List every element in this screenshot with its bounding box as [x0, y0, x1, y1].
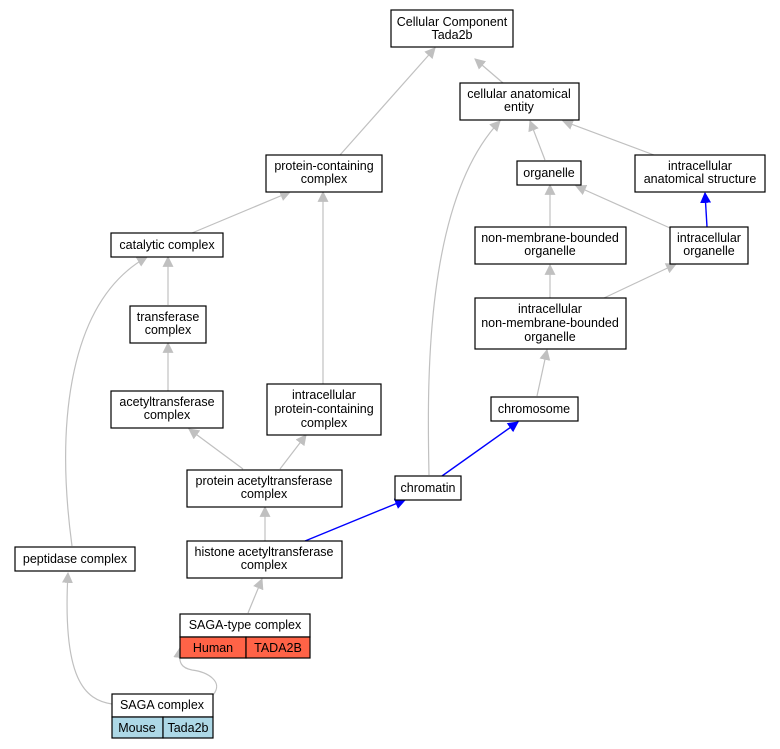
edge-io-to-ias [700, 191, 712, 228]
node-label-line: complex [301, 416, 348, 430]
edge-catalytic-to-pcc [191, 190, 292, 234]
node-label-line: Cellular Component [397, 15, 508, 29]
node-protein-containing-complex[interactable]: protein-containing complex [265, 154, 383, 193]
edge-saga-to-peptidase [61, 571, 113, 705]
node-label-line: intracellular [518, 302, 582, 316]
node-label-line: non-membrane-bounded [481, 316, 619, 330]
node-peptidase-complex[interactable]: peptidase complex [14, 546, 136, 572]
edge-chromatin-to-chromosome [441, 421, 519, 477]
node-intracellular-organelle[interactable]: intracellular organelle [669, 226, 749, 265]
edges [61, 47, 712, 705]
node-intracellular-non-membrane-bounded-organelle[interactable]: intracellular non-membrane-bounded organ… [474, 297, 627, 350]
node-label-line: organelle [524, 244, 575, 258]
node-label-line: transferase [137, 310, 200, 324]
node-chromosome[interactable]: chromosome [490, 396, 579, 422]
edge-cae-to-root [474, 58, 504, 84]
node-label-line: SAGA-type complex [189, 618, 302, 632]
node-label-line: complex [241, 558, 288, 572]
node-label-line: histone acetyltransferase [195, 545, 334, 559]
node-catalytic-complex[interactable]: catalytic complex [110, 232, 224, 258]
edge-saga-to-sagatype [173, 646, 218, 696]
node-label-line: complex [241, 487, 288, 501]
edge-hac-to-chromatin [304, 498, 407, 542]
edge-inmbo-to-io [603, 263, 677, 299]
annotation-gene-cell [245, 636, 311, 659]
node-saga-complex[interactable]: SAGA complex Mouse Tada2b [111, 693, 214, 739]
edge-chromosome-to-inmbo [536, 348, 551, 397]
annotation-species-label: Mouse [118, 721, 156, 735]
node-chromatin[interactable]: chromatin [394, 475, 462, 501]
node-label-line: anatomical structure [644, 172, 757, 186]
node-organelle[interactable]: organelle [516, 160, 582, 186]
node-label-line: peptidase complex [23, 552, 128, 566]
node-label-line: complex [144, 408, 191, 422]
node-label-line: catalytic complex [119, 238, 215, 252]
annotation-gene-cell [162, 716, 214, 739]
edge-sagatype-to-hac [247, 577, 264, 614]
node-label-line: protein-containing [274, 159, 373, 173]
node-label-line: Tada2b [431, 28, 472, 42]
node-saga-type-complex[interactable]: SAGA-type complex Human TADA2B [179, 613, 311, 659]
edge-pcc-to-root [339, 47, 436, 156]
node-label-line: non-membrane-bounded [481, 231, 619, 245]
node-label-line: protein-containing [274, 402, 373, 416]
node-label-line: organelle [524, 330, 575, 344]
node-non-membrane-bounded-organelle[interactable]: non-membrane-bounded organelle [474, 226, 627, 265]
node-label-line: organelle [523, 166, 574, 180]
edge-peptidase-to-catalytic [65, 256, 148, 547]
node-label-line: entity [504, 100, 535, 114]
edge-organelle-to-cae [528, 119, 546, 161]
nodes: Cellular Component Tada2b cellular anato… [14, 9, 766, 739]
node-label-line: cellular anatomical [467, 87, 571, 101]
node-protein-acetyltransferase-complex[interactable]: protein acetyltransferase complex [186, 469, 343, 508]
node-label-line: protein acetyltransferase [196, 474, 333, 488]
node-cellular-component-tada2b[interactable]: Cellular Component Tada2b [390, 9, 514, 48]
node-histone-acetyltransferase-complex[interactable]: histone acetyltransferase complex [186, 540, 343, 579]
node-transferase-complex[interactable]: transferase complex [129, 305, 207, 344]
node-label-line: acetyltransferase [119, 395, 214, 409]
node-label-line: intracellular [292, 388, 356, 402]
annotation-gene-label: Tada2b [167, 721, 208, 735]
node-intracellular-protein-containing-complex[interactable]: intracellular protein-containing complex [266, 383, 382, 436]
node-label-line: complex [301, 172, 348, 186]
annotation-species-label: Human [193, 641, 233, 655]
node-label-line: chromosome [498, 402, 570, 416]
node-label-line: organelle [683, 244, 734, 258]
annotation-gene-label: TADA2B [254, 641, 302, 655]
edge-chromatin-to-cae [427, 120, 501, 476]
node-label-line: intracellular [668, 159, 732, 173]
node-label-line: chromatin [401, 481, 456, 495]
edge-pac-to-ipcc [279, 434, 307, 470]
node-intracellular-anatomical-structure[interactable]: intracellular anatomical structure [634, 154, 766, 193]
node-cellular-anatomical-entity[interactable]: cellular anatomical entity [459, 82, 580, 121]
node-label-line: SAGA complex [120, 698, 205, 712]
edge-pac-to-acetyl [188, 428, 244, 470]
edge-ias-to-cae [561, 119, 655, 156]
edge-io-to-organelle [574, 185, 671, 229]
node-acetyltransferase-complex[interactable]: acetyltransferase complex [110, 390, 224, 429]
node-label-line: complex [145, 323, 192, 337]
node-label-line: intracellular [677, 231, 741, 245]
